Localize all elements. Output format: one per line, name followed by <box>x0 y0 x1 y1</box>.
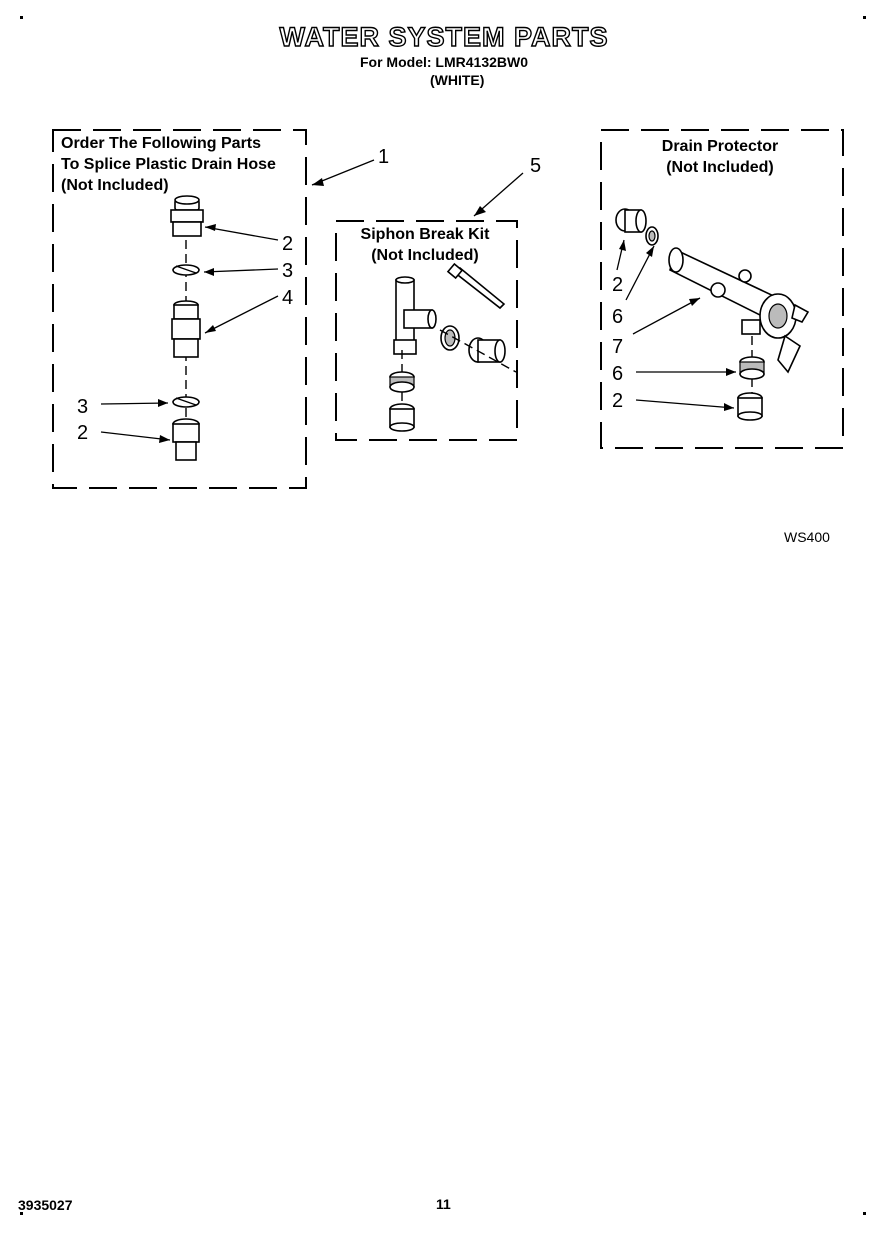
callout-right-6b: 6 <box>612 363 624 385</box>
callout-left-4: 4 <box>282 287 294 309</box>
drain-box-label: Drain Protector (Not Included) <box>620 136 820 178</box>
splice-box <box>52 129 307 489</box>
color-line: (WHITE) <box>430 72 485 88</box>
arrowhead-1 <box>312 178 324 186</box>
drain-label-line-2: (Not Included) <box>666 159 774 176</box>
callout-1: 1 <box>378 146 390 168</box>
page-title: WATER SYSTEM PARTS <box>279 21 609 52</box>
corner-marks <box>20 16 866 1215</box>
drain-parts <box>615 208 810 421</box>
callout-right-2a: 2 <box>612 274 624 296</box>
splice-label-line-2: To Splice Plastic Drain Hose <box>61 156 276 173</box>
drain-box <box>600 129 844 449</box>
callout-left-2b: 2 <box>77 422 89 444</box>
splice-parts <box>100 195 279 461</box>
callout-right-2b: 2 <box>612 390 624 412</box>
siphon-label-line-1: Siphon Break Kit <box>360 226 490 243</box>
model-line: For Model: LMR4132BW0 <box>359 54 528 70</box>
figure-code: WS400 <box>784 529 830 545</box>
arrowhead-5 <box>474 206 486 216</box>
siphon-box <box>335 220 518 441</box>
drain-label-line-1: Drain Protector <box>661 138 779 155</box>
callout-right-6a: 6 <box>612 306 624 328</box>
page-number: 11 <box>436 1196 451 1212</box>
callout-right-7: 7 <box>612 336 624 358</box>
siphon-label-line-2: (Not Included) <box>371 247 479 264</box>
callout-5: 5 <box>530 155 542 177</box>
siphon-parts <box>389 262 517 432</box>
splice-label-line-3: (Not Included) <box>61 177 169 194</box>
splice-box-label: Order The Following Parts To Splice Plas… <box>61 133 276 196</box>
callout-left-3b: 3 <box>77 396 89 418</box>
callout-left-2a: 2 <box>282 233 294 255</box>
cable-tie-icon <box>452 267 506 310</box>
callout-left-3a: 3 <box>282 260 294 282</box>
siphon-box-label: Siphon Break Kit (Not Included) <box>345 224 505 266</box>
splice-label-line-1: Order The Following Parts <box>61 135 262 152</box>
doc-number: 3935027 <box>18 1197 73 1213</box>
